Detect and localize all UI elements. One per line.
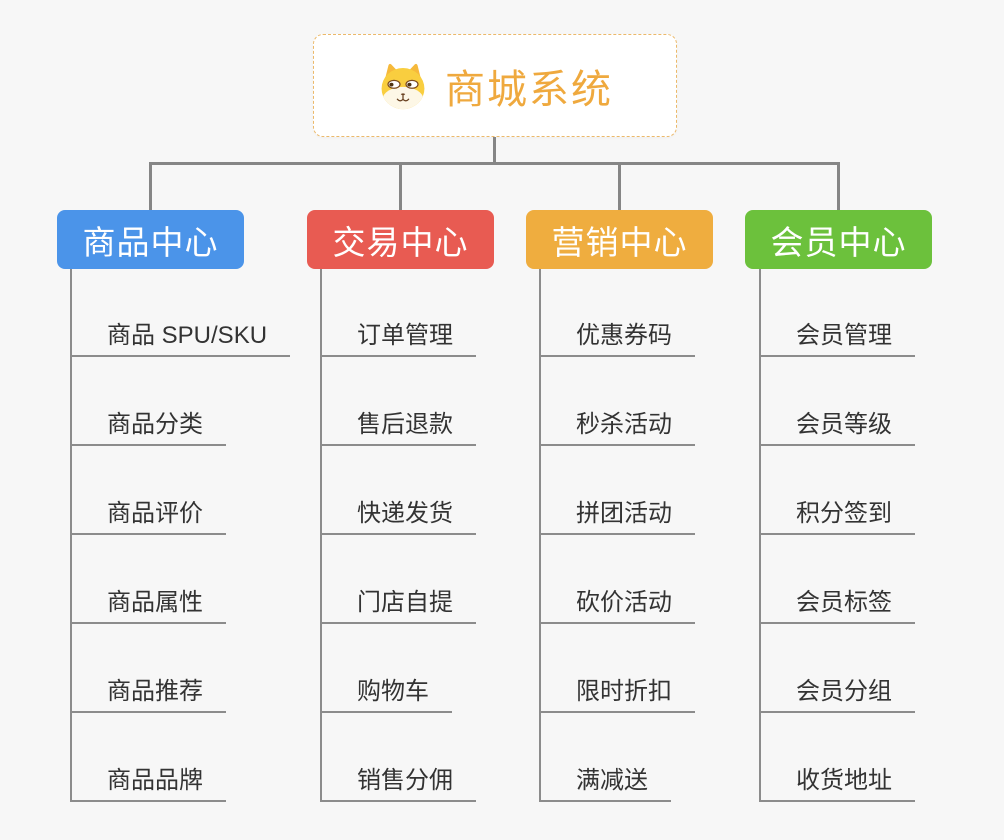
connector-drop xyxy=(149,164,152,210)
child-node[interactable]: 会员管理 xyxy=(761,322,915,357)
child-node[interactable]: 拼团活动 xyxy=(541,500,695,535)
child-node[interactable]: 门店自提 xyxy=(322,589,476,624)
child-node[interactable]: 积分签到 xyxy=(761,500,915,535)
child-node[interactable]: 快递发货 xyxy=(322,500,476,535)
child-node[interactable]: 商品品牌 xyxy=(72,767,226,802)
child-node[interactable]: 订单管理 xyxy=(322,322,476,357)
connector-horizontal xyxy=(149,162,840,165)
child-node[interactable]: 优惠券码 xyxy=(541,322,695,357)
child-node[interactable]: 商品 SPU/SKU xyxy=(72,322,291,357)
branch-product-center[interactable]: 商品中心 xyxy=(57,210,244,269)
branch-children-column: 商品 SPU/SKU 商品分类 商品评价 商品属性 商品推荐 商品品牌 xyxy=(70,269,291,802)
child-node[interactable]: 商品分类 xyxy=(72,411,226,446)
branch-marketing-center[interactable]: 营销中心 xyxy=(526,210,713,269)
child-node[interactable]: 收货地址 xyxy=(761,767,915,802)
branch-member-center[interactable]: 会员中心 xyxy=(745,210,932,269)
child-node[interactable]: 砍价活动 xyxy=(541,589,695,624)
child-node[interactable]: 满减送 xyxy=(541,767,671,802)
child-node[interactable]: 限时折扣 xyxy=(541,678,695,713)
child-node[interactable]: 商品评价 xyxy=(72,500,226,535)
connector-root-drop xyxy=(493,137,496,163)
root-title: 商城系统 xyxy=(445,67,613,112)
child-node[interactable]: 商品属性 xyxy=(72,589,226,624)
branch-children-column: 会员管理 会员等级 积分签到 会员标签 会员分组 收货地址 xyxy=(759,269,915,802)
connector-drop xyxy=(618,164,621,210)
child-node[interactable]: 会员等级 xyxy=(761,411,915,446)
branch-children-column: 订单管理 售后退款 快递发货 门店自提 购物车 销售分佣 xyxy=(320,269,476,802)
child-node[interactable]: 秒杀活动 xyxy=(541,411,695,446)
child-node[interactable]: 销售分佣 xyxy=(322,767,476,802)
branch-children-column: 优惠券码 秒杀活动 拼团活动 砍价活动 限时折扣 满减送 xyxy=(539,269,695,802)
child-node[interactable]: 商品推荐 xyxy=(72,678,226,713)
child-node[interactable]: 购物车 xyxy=(322,678,452,713)
child-node[interactable]: 会员标签 xyxy=(761,589,915,624)
dog-icon xyxy=(381,63,425,109)
connector-drop xyxy=(837,164,840,210)
root-node[interactable]: 商城系统 xyxy=(313,34,677,137)
child-node[interactable]: 售后退款 xyxy=(322,411,476,446)
branch-trade-center[interactable]: 交易中心 xyxy=(307,210,494,269)
connector-drop xyxy=(399,164,402,210)
child-node[interactable]: 会员分组 xyxy=(761,678,915,713)
